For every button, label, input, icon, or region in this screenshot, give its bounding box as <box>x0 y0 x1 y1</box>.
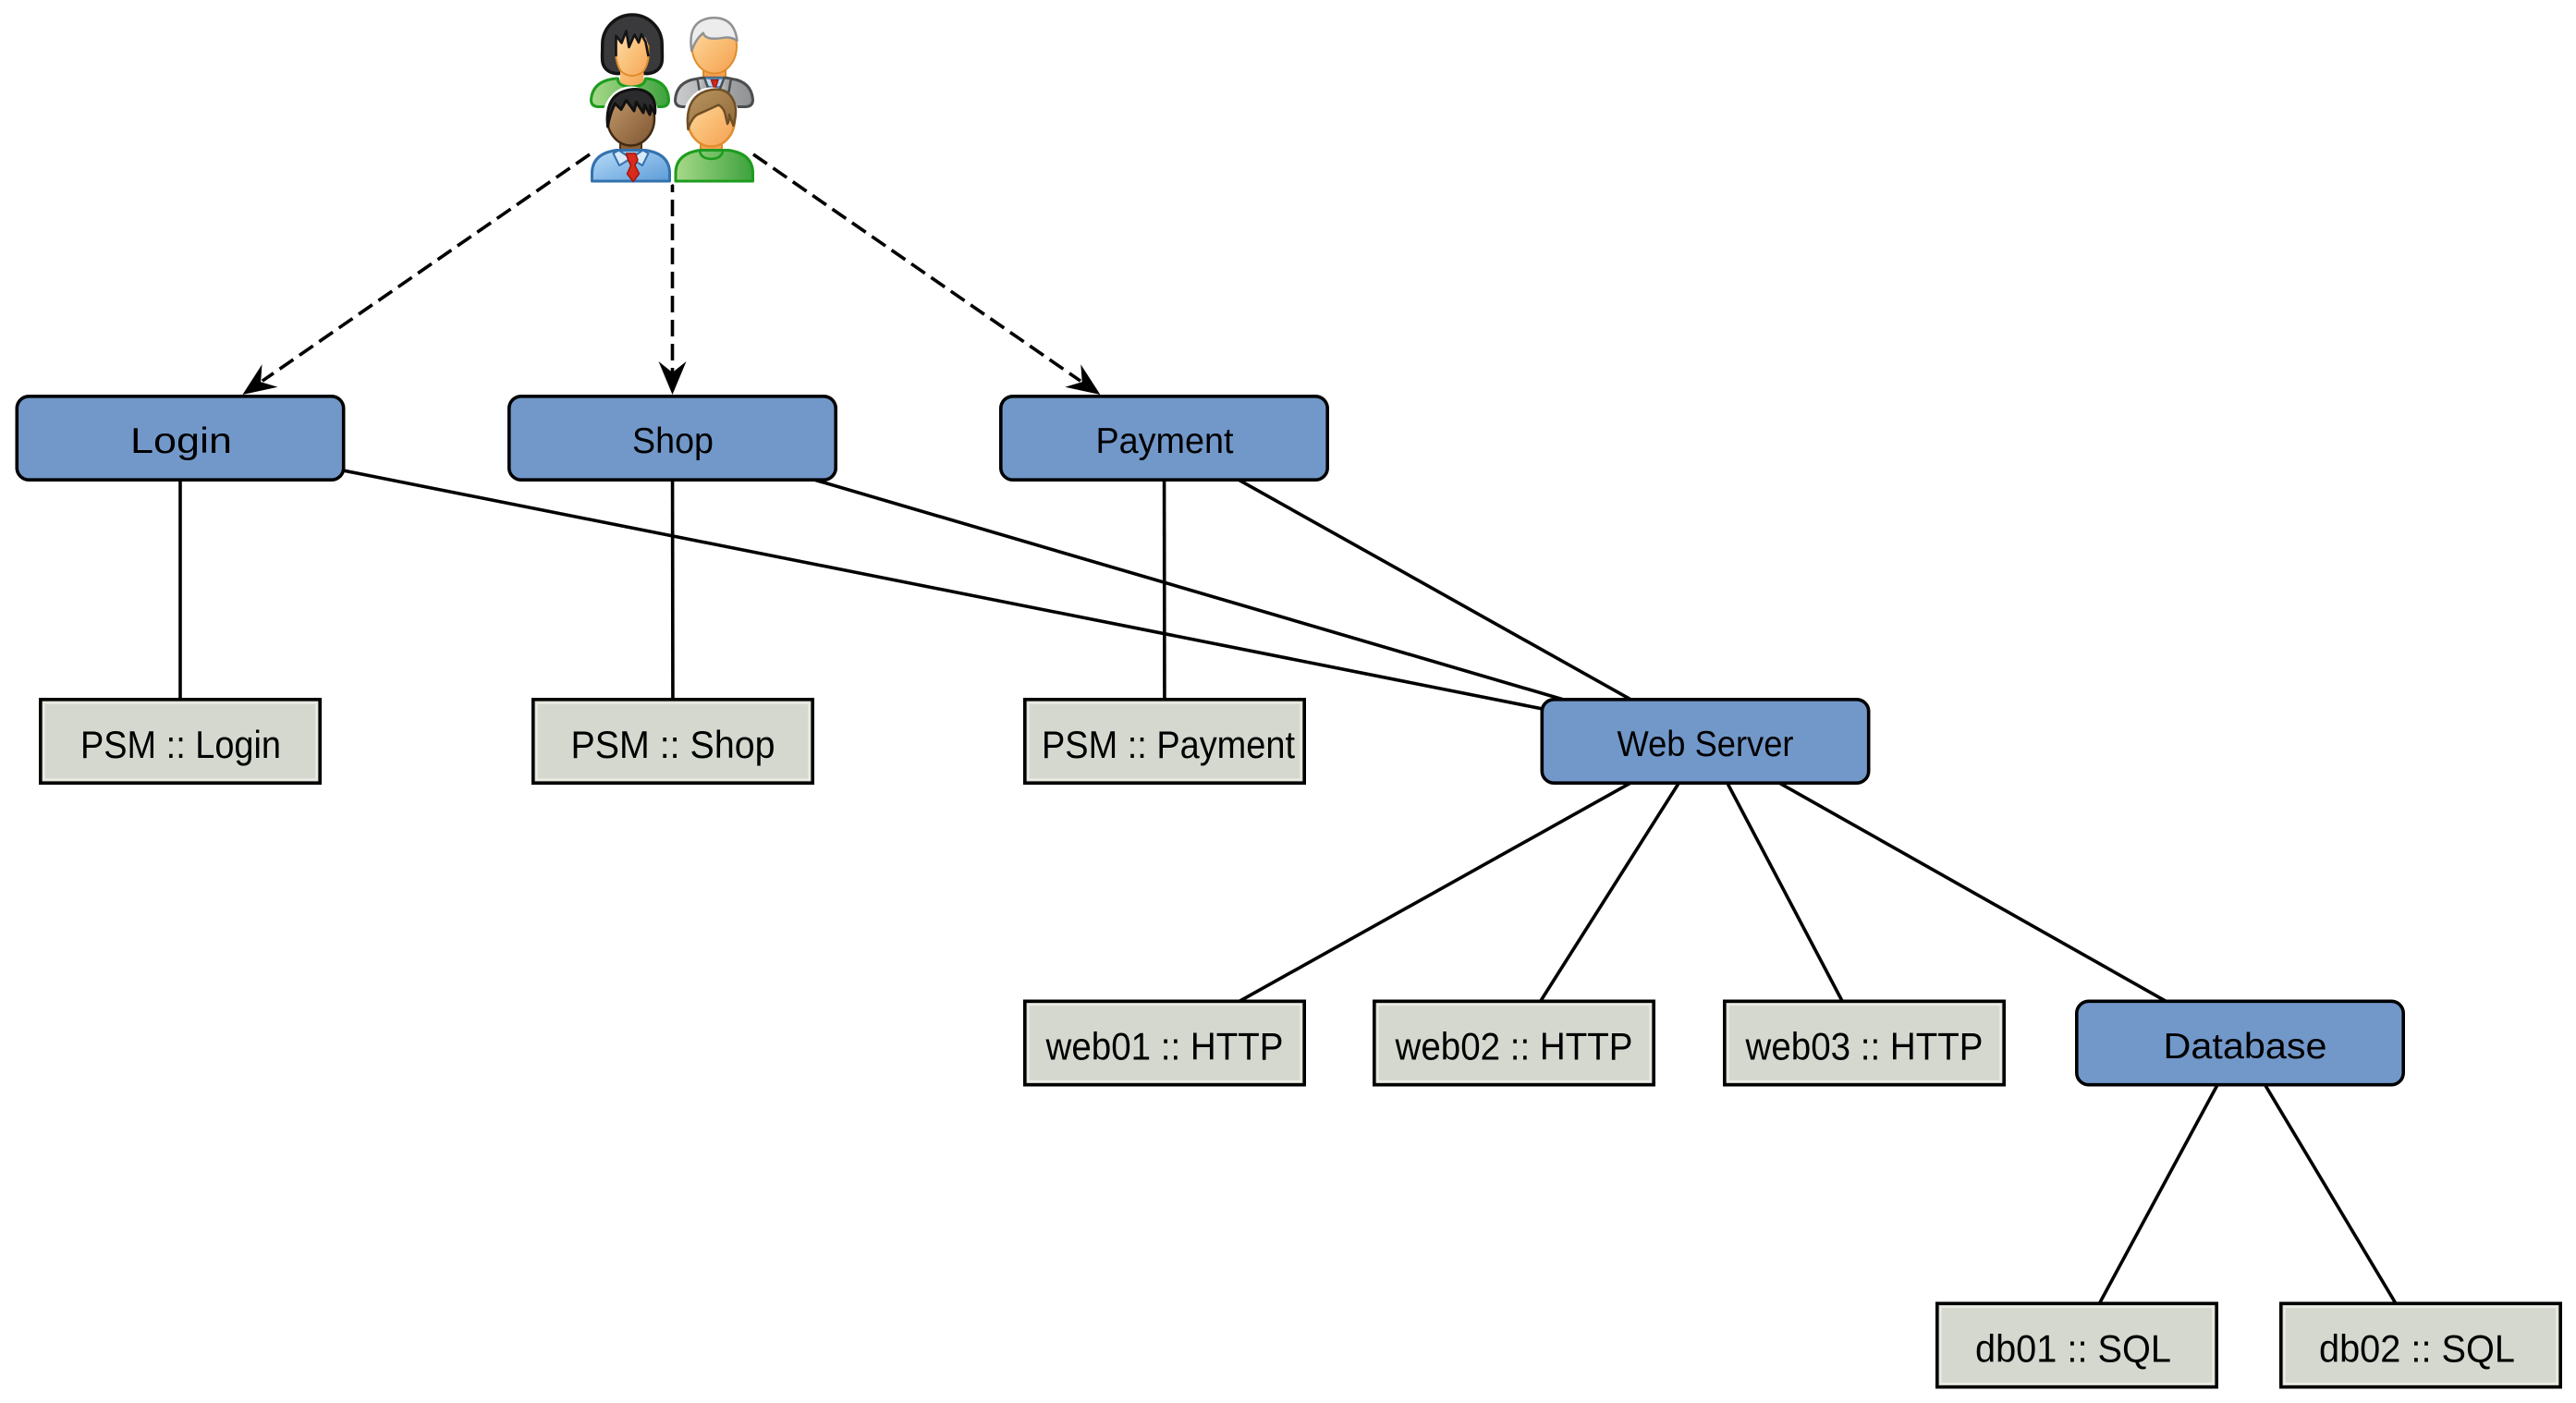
svg-text:Web Server: Web Server <box>1618 725 1794 764</box>
svg-text:PSM :: Payment: PSM :: Payment <box>1042 723 1295 766</box>
svg-text:PSM :: Login: PSM :: Login <box>80 723 281 766</box>
svg-text:web02 :: HTTP: web02 :: HTTP <box>1395 1025 1633 1068</box>
svg-text:db01 :: SQL: db01 :: SQL <box>1975 1327 2171 1371</box>
svg-text:web03 :: HTTP: web03 :: HTTP <box>1745 1025 1984 1068</box>
svg-text:Shop: Shop <box>632 421 714 461</box>
svg-text:Payment: Payment <box>1096 421 1234 461</box>
svg-text:PSM :: Shop: PSM :: Shop <box>571 723 775 766</box>
svg-text:web01 :: HTTP: web01 :: HTTP <box>1045 1025 1284 1068</box>
svg-text:db02 :: SQL: db02 :: SQL <box>2319 1327 2515 1371</box>
svg-text:Login: Login <box>130 421 232 461</box>
svg-text:Database: Database <box>2164 1027 2327 1067</box>
